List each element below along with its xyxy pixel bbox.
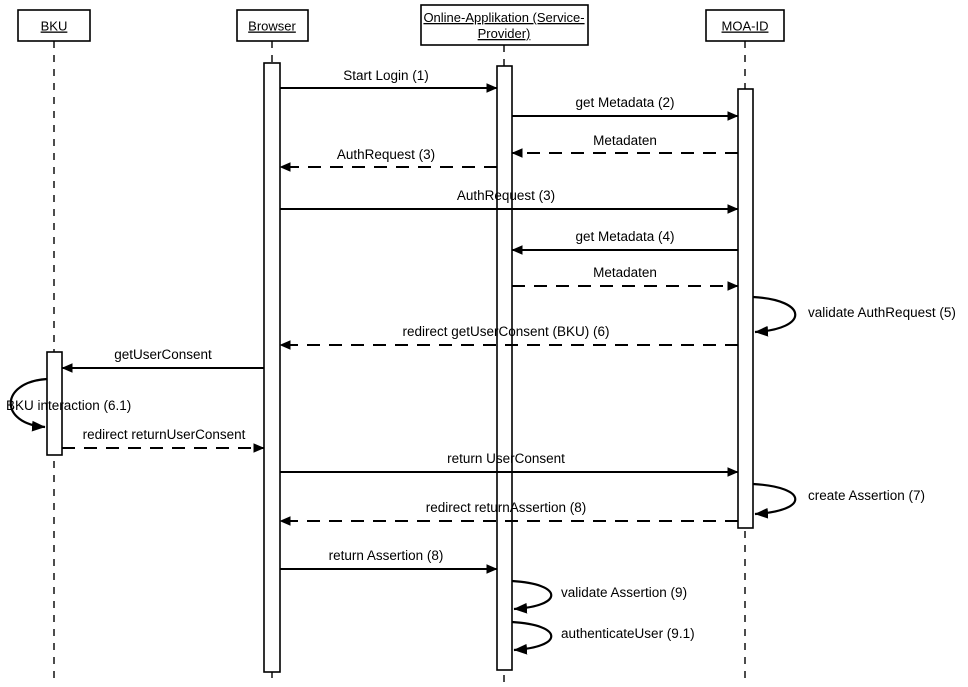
message-m9: redirect getUserConsent (BKU) (6): [279, 324, 738, 350]
message-label: create Assertion (7): [808, 488, 925, 503]
message-m13: return UserConsent: [280, 451, 739, 477]
actor-browser[interactable]: Browser: [236, 9, 309, 42]
actor-label-moaid: MOA-ID: [722, 19, 769, 34]
actor-label-sp: Online-Applikation (Service-: [423, 10, 584, 25]
message-m11: BKU interaction (6.1): [6, 377, 131, 432]
actor-sp[interactable]: Online-Applikation (Service-Provider): [420, 4, 589, 46]
message-label: return UserConsent: [447, 451, 565, 466]
actor-label-sp: Provider): [478, 26, 531, 41]
message-label: get Metadata (4): [575, 229, 674, 244]
message-m1: Start Login (1): [280, 68, 498, 93]
message-m8: validate AuthRequest (5): [752, 295, 956, 337]
activation-bar-moaid-0: [737, 88, 754, 529]
message-m4: AuthRequest (3): [279, 147, 497, 172]
message-label: return Assertion (8): [329, 548, 444, 563]
message-m16: return Assertion (8): [280, 548, 498, 574]
message-label: get Metadata (2): [575, 95, 674, 110]
message-label: BKU interaction (6.1): [6, 398, 131, 413]
message-m18: authenticateUser (9.1): [511, 620, 695, 655]
activation-bar-sp-0: [496, 65, 513, 671]
message-label: AuthRequest (3): [457, 188, 555, 203]
lifelines-layer: [46, 41, 754, 684]
message-m5: AuthRequest (3): [280, 188, 739, 214]
message-m2: get Metadata (2): [512, 95, 739, 121]
self-message-arrow: [9, 377, 48, 432]
message-label: authenticateUser (9.1): [561, 626, 695, 641]
message-label: redirect returnUserConsent: [83, 427, 246, 442]
activation-bar-bku-0: [46, 351, 63, 456]
message-label: Metadaten: [593, 133, 657, 148]
actor-box-bku[interactable]: [17, 9, 91, 42]
message-label: Metadaten: [593, 265, 657, 280]
self-message-arrow: [752, 482, 797, 519]
message-label: validate AuthRequest (5): [808, 305, 956, 320]
message-m12: redirect returnUserConsent: [62, 427, 265, 453]
message-m15: redirect returnAssertion (8): [279, 500, 738, 526]
messages-layer: Start Login (1) get Metadata (2) Metadaten…: [6, 68, 956, 655]
message-m3: Metadaten: [511, 133, 738, 158]
message-label: Start Login (1): [343, 68, 429, 83]
self-message-arrow: [511, 579, 553, 614]
message-m14: create Assertion (7): [752, 482, 925, 519]
message-label: validate Assertion (9): [561, 585, 687, 600]
message-label: AuthRequest (3): [337, 147, 435, 162]
message-m6: get Metadata (4): [511, 229, 738, 255]
actor-box-sp[interactable]: [420, 4, 589, 46]
actors-layer: BKU Browser Online-Applikation (Service-Pr…: [17, 4, 785, 46]
actor-box-moaid[interactable]: [705, 9, 785, 42]
actor-label-bku: BKU: [41, 19, 68, 34]
message-label: getUserConsent: [114, 347, 212, 362]
actor-moaid[interactable]: MOA-ID: [705, 9, 785, 42]
actor-bku[interactable]: BKU: [17, 9, 91, 42]
self-message-arrow: [511, 620, 553, 655]
self-message-arrow: [752, 295, 797, 337]
message-label: redirect getUserConsent (BKU) (6): [402, 324, 609, 339]
message-m17: validate Assertion (9): [511, 579, 687, 614]
message-m10: getUserConsent: [61, 347, 264, 373]
message-label: redirect returnAssertion (8): [426, 500, 587, 515]
message-m7: Metadaten: [512, 265, 739, 291]
actor-box-browser[interactable]: [236, 9, 309, 42]
activation-bar-browser-0: [263, 62, 281, 673]
actor-label-browser: Browser: [248, 19, 296, 34]
